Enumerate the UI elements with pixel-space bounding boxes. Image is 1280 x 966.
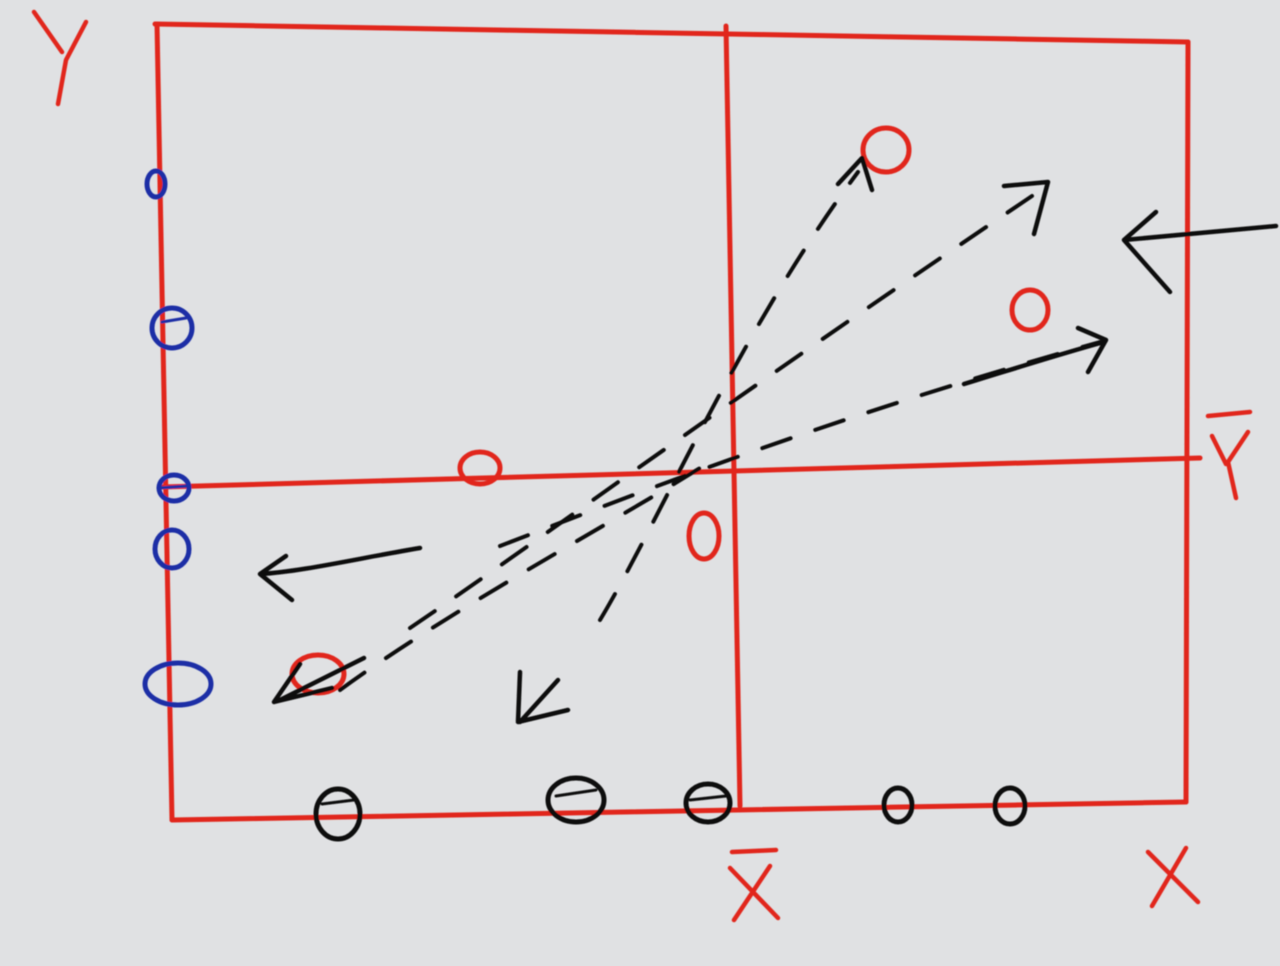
axis-labels [31, 9, 1253, 923]
frame [152, 21, 1203, 823]
dashed-line [338, 466, 702, 692]
y-mean-line [159, 455, 1203, 490]
x-mean-label [727, 847, 781, 923]
scatter-point [860, 125, 912, 175]
scatter-point [457, 449, 503, 487]
arrow [515, 669, 571, 725]
x-marginal-point [545, 775, 607, 825]
y-mean-label [1205, 409, 1253, 501]
scatter-point [1009, 287, 1051, 333]
dashed-line [408, 194, 1034, 630]
frame-top [152, 21, 1191, 45]
frame-right [1183, 39, 1191, 805]
scatter-point [686, 510, 722, 562]
x-mean-line [723, 23, 743, 809]
y-marginal-point [144, 168, 168, 200]
arrow [1001, 179, 1051, 237]
x-marginal-point [881, 785, 915, 825]
x-axis-label [1145, 845, 1201, 909]
x-marginal-point [992, 785, 1028, 827]
x-marginal-point [683, 781, 733, 825]
arrows [257, 155, 1279, 725]
frame-bottom [169, 799, 1189, 823]
y-axis-label [31, 9, 89, 107]
y-marginal-point [142, 660, 214, 708]
x-marginal-points [313, 775, 1028, 842]
x-marginal-point [313, 786, 363, 842]
frame-left [154, 21, 175, 823]
arrow [271, 655, 367, 705]
external-arrow [1121, 209, 1279, 295]
y-marginal-point [149, 305, 195, 351]
arrow [961, 325, 1109, 387]
y-marginal-points [142, 168, 214, 708]
y-marginal-point [152, 527, 192, 571]
arrow-head [835, 155, 875, 193]
arrow [257, 545, 423, 603]
